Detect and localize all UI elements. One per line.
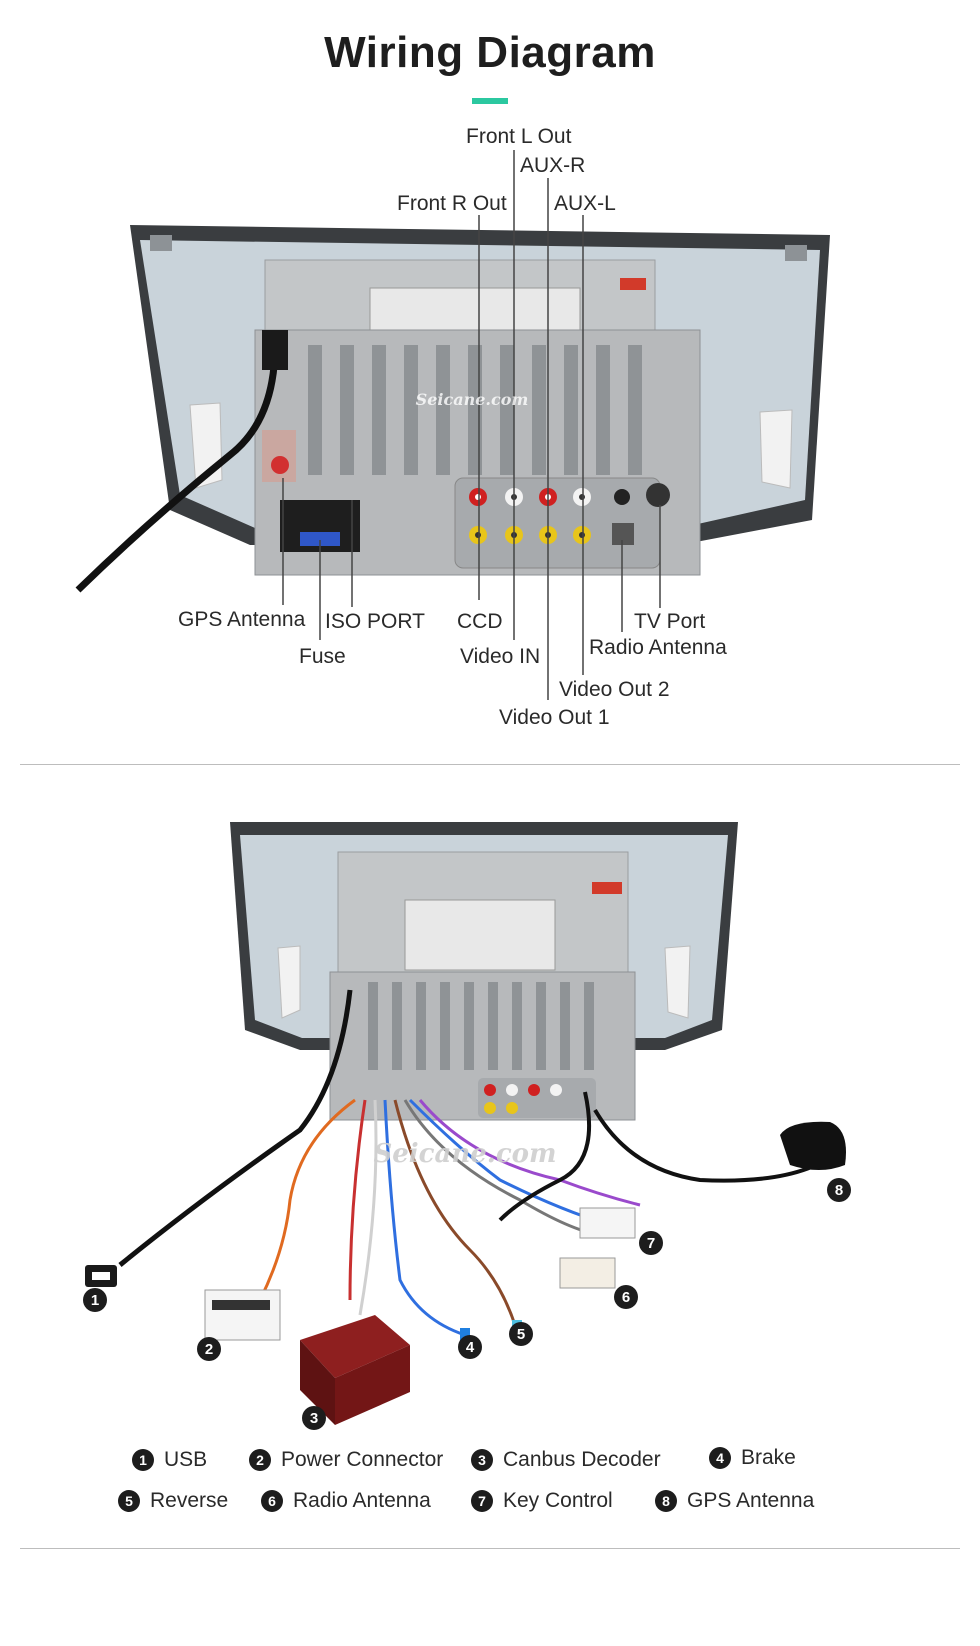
legend-item-key-control: 7 Key Control	[471, 1489, 613, 1513]
legend-item-reverse: 5 Reverse	[118, 1489, 228, 1513]
legend-label: Power Connector	[281, 1448, 444, 1471]
callout-badge-brake: 4	[458, 1335, 482, 1359]
callout-badge-power-connector: 2	[197, 1337, 221, 1361]
legend-item-gps-antenna: 8 GPS Antenna	[655, 1489, 814, 1513]
legend-label: USB	[164, 1448, 208, 1471]
legend-item-canbus-decoder: 3 Canbus Decoder	[471, 1448, 661, 1472]
legend-label: GPS Antenna	[687, 1489, 815, 1512]
label-aux-r: AUX-R	[520, 154, 586, 177]
legend-number: 8	[655, 1490, 677, 1512]
legend-item-power-connector: 2 Power Connector	[249, 1448, 443, 1472]
rear-panel-diagram: Seicane.com	[75, 150, 830, 700]
section-divider	[20, 764, 960, 765]
callout-badge-usb: 1	[83, 1288, 107, 1312]
legend-number: 1	[132, 1449, 154, 1471]
label-iso-port: ISO PORT	[325, 610, 425, 633]
label-aux-l: AUX-L	[554, 192, 616, 215]
heatsink-fins	[308, 345, 642, 475]
label-fuse: Fuse	[299, 645, 346, 668]
legend-label: Brake	[741, 1446, 796, 1469]
legend-label: Radio Antenna	[293, 1489, 431, 1512]
label-gps-antenna: GPS Antenna	[178, 608, 306, 631]
legend-number: 3	[471, 1449, 493, 1471]
label-front-l-out: Front L Out	[466, 125, 572, 148]
label-video-out-1: Video Out 1	[499, 706, 610, 729]
legend-number: 4	[709, 1447, 731, 1469]
heatsink-fins-bottom	[368, 982, 594, 1070]
watermark-top: Seicane.com	[416, 390, 529, 409]
callout-badge-gps-antenna: 8	[827, 1178, 851, 1202]
title-accent-bar	[472, 98, 508, 104]
legend-number: 7	[471, 1490, 493, 1512]
legend-number: 5	[118, 1490, 140, 1512]
page-title: Wiring Diagram	[324, 28, 656, 77]
harness-diagram: Seicane.com	[85, 822, 846, 1425]
label-front-r-out: Front R Out	[397, 192, 507, 215]
legend-label: Reverse	[150, 1489, 229, 1512]
legend-number: 2	[249, 1449, 271, 1471]
watermark-bottom: Seicane.com	[373, 1139, 556, 1169]
footer-divider	[20, 1548, 960, 1549]
label-video-in: Video IN	[460, 645, 541, 668]
callout-badge-reverse: 5	[509, 1322, 533, 1346]
label-video-out-2: Video Out 2	[559, 678, 670, 701]
callout-badge-key-control: 7	[639, 1231, 663, 1255]
legend-item-radio-antenna: 6 Radio Antenna	[261, 1489, 431, 1513]
legend-item-usb: 1 USB	[132, 1448, 207, 1472]
label-tv-port: TV Port	[634, 610, 706, 633]
legend-item-brake: 4 Brake	[709, 1446, 796, 1470]
label-radio-antenna: Radio Antenna	[589, 636, 727, 659]
legend-label: Key Control	[503, 1489, 613, 1512]
legend-number: 6	[261, 1490, 283, 1512]
legend-label: Canbus Decoder	[503, 1448, 661, 1471]
label-ccd: CCD	[457, 610, 503, 633]
label-leader-lines	[282, 150, 661, 700]
callout-badge-radio-antenna: 6	[614, 1285, 638, 1309]
callout-badge-canbus-decoder: 3	[302, 1406, 326, 1430]
